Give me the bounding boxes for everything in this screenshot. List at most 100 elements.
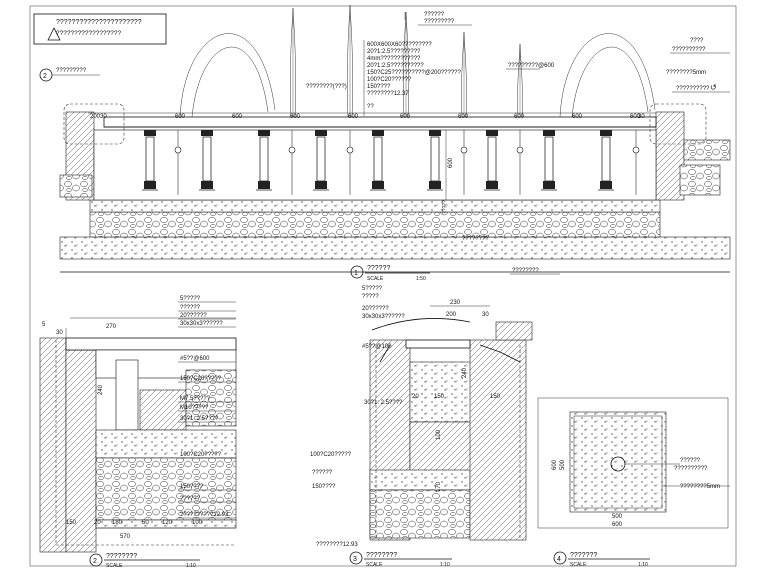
s2-label: ??????????12.93	[180, 512, 229, 518]
layer-label: 600X600X60?????????	[367, 42, 432, 48]
top-dim-label: 600	[348, 114, 359, 120]
top-dim-label: 30	[638, 114, 645, 120]
base-concrete-layer	[59, 236, 731, 260]
s3-dim-vert2: 100	[436, 429, 442, 440]
s2-label: ??????	[180, 305, 201, 311]
s2-label: ??????	[180, 496, 201, 502]
s2-label: 30?1: 2.5????	[180, 416, 219, 422]
s3-label: 20??????	[362, 306, 389, 312]
s3-dim-20: 20	[412, 394, 419, 400]
s3-title-ratio: 1:10	[440, 562, 450, 568]
pipe-fitting	[632, 130, 640, 195]
s3-labels: 5??????????20??????30x30x3??????#5??@100…	[310, 286, 405, 548]
s2-label: 150?C20?????	[180, 376, 222, 382]
s3-label: 100?C20?????	[310, 452, 352, 458]
s2-title-scale: SCALE	[106, 563, 123, 569]
s2-title-ratio: 1:10	[186, 563, 196, 569]
top-dim-label: 600	[175, 114, 186, 120]
s2-dim-270: 270	[106, 324, 117, 330]
pedestal	[370, 130, 386, 191]
jet-plume	[403, 11, 409, 118]
s3-title-num: 3	[353, 556, 357, 563]
top-dim-label: 30	[100, 114, 107, 120]
s3-dim-150a: 150	[434, 394, 445, 400]
s2-label: M7.5?????	[180, 396, 211, 402]
s4-label-3: ????????5mm	[680, 484, 720, 490]
pedestal	[256, 130, 272, 191]
s2-label: 5?????	[180, 296, 201, 302]
detail-callout-left	[63, 103, 125, 145]
pedestal-row	[142, 130, 640, 195]
sub-label: ?????	[442, 200, 448, 214]
s2-label: M10?????	[180, 405, 209, 411]
jet-plume	[290, 7, 296, 118]
right-note-1: ????	[690, 38, 704, 44]
section-4-plan: ?????? ?????????? ????????5mm 600 500 50…	[537, 397, 730, 568]
sheet-frame	[29, 5, 737, 567]
jet-plume	[347, 4, 353, 118]
top-dim-label: 600	[514, 114, 525, 120]
s2-label: #5??@600	[180, 356, 210, 362]
right-note-3: ????????5mm	[666, 70, 706, 76]
title-1-circle	[350, 265, 364, 279]
s2-labels: 5???????????20??????30x30x3??????#5??@60…	[178, 296, 236, 519]
s3-dim-230: 230	[450, 300, 461, 306]
s4-label-1: ??????	[680, 458, 701, 464]
pipe-fitting	[288, 130, 296, 195]
vertical-dim: 600	[448, 157, 454, 168]
layer-label: 4mm????????????	[367, 56, 421, 62]
s4-title-text: ???????	[570, 552, 597, 559]
section-3-detail: 230 200 30 20 150 150 240 100 170 5?????…	[310, 286, 533, 568]
s2-gravel-layer	[95, 457, 237, 521]
pedestal	[598, 130, 614, 191]
s4-dim-500: 500	[560, 459, 566, 470]
s3-dim-200: 200	[446, 312, 457, 318]
s2-drain	[115, 359, 139, 431]
s3-dim-vert: 240	[462, 367, 468, 378]
title-1-ratio: 1:50	[416, 276, 426, 282]
top-dim-label: 600	[572, 114, 583, 120]
s2-concrete-layer	[95, 429, 237, 459]
s4-label-2: ??????????	[674, 466, 708, 472]
s4-plate	[569, 411, 667, 513]
top-dim-label: 600	[232, 114, 243, 120]
nozzle-label: ?????????@600	[508, 63, 555, 69]
s2-title-num: 2	[93, 558, 97, 565]
section-2-detail: 5 30 270 240 5???????????20??????30x30x3…	[39, 296, 237, 569]
center-label: ??	[367, 104, 374, 110]
s2-top-slab	[65, 337, 237, 351]
s2-bottom-dim: 120	[162, 520, 173, 526]
right-note-arrow: ↺	[710, 83, 717, 92]
s3-dim-150b: 150	[490, 394, 501, 400]
marker-left-text: ?????????	[56, 68, 87, 74]
s3-title-text: ????????	[366, 552, 397, 559]
pipe-fitting	[516, 130, 524, 195]
s3-gravel-layer	[369, 489, 471, 539]
label-top2: ?????????	[424, 19, 455, 25]
s2-dim-5: 5	[42, 322, 46, 328]
s3-label: 150????	[312, 484, 336, 490]
s2-label: 30x30x3??????	[180, 321, 223, 327]
s4-title-scale: SCALE	[570, 562, 587, 568]
s2-label: 100?C20?????	[180, 452, 222, 458]
layer-label: 100?C20??????	[367, 77, 412, 83]
top-dim-label: 600	[290, 114, 301, 120]
s4-dim-600: 600	[552, 459, 558, 470]
label-top1: ??????	[424, 12, 445, 18]
jet-plume	[517, 43, 523, 118]
s3-label: 30x30x3??????	[362, 314, 405, 320]
s3-label: 5?????	[362, 286, 383, 292]
s3-title-scale: SCALE	[366, 562, 383, 568]
top-dim-label: 600	[400, 114, 411, 120]
s2-title-text: ????????	[106, 553, 137, 560]
s4-dim-500b: 500	[612, 514, 623, 520]
pipe-fitting	[346, 130, 354, 195]
title-1-num: 1	[354, 270, 358, 277]
s3-label: ?????	[362, 294, 379, 300]
s2-left-wall	[39, 337, 67, 553]
layer-labels: 600X600X60?????????20?1:2.5?????????4mm?…	[367, 42, 462, 97]
right-note-2: ??????????	[672, 47, 706, 53]
